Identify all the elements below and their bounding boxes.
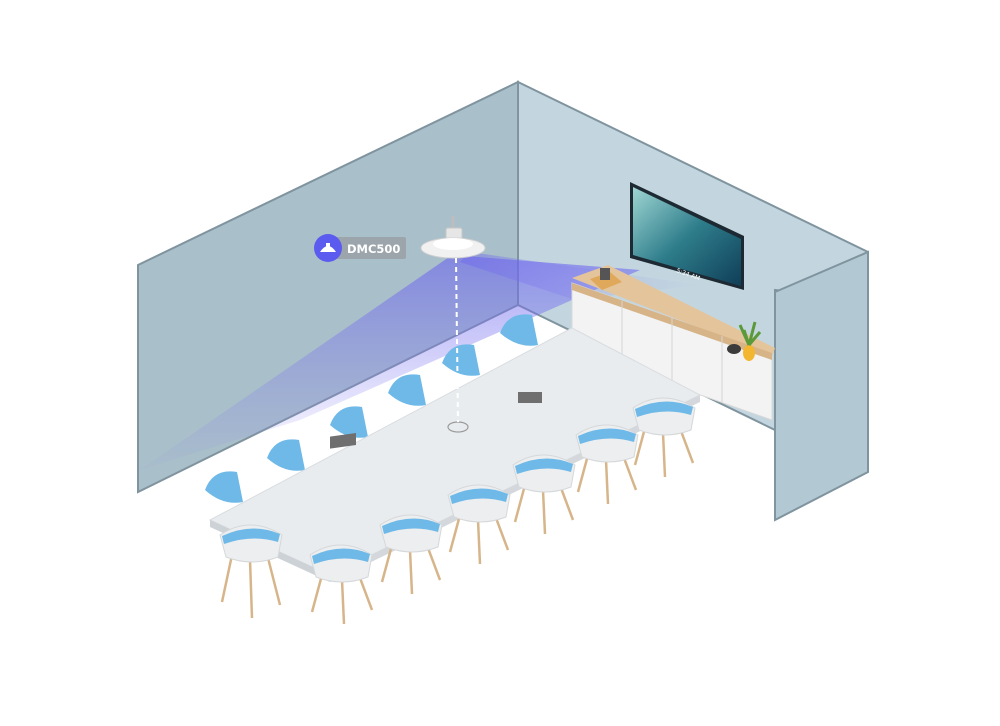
credenza xyxy=(571,265,775,421)
pickup-beam xyxy=(140,255,640,470)
ceiling-microphone-dmc500[interactable] xyxy=(420,216,486,423)
ceiling-mic-icon xyxy=(320,243,336,252)
device-label[interactable]: DMC500 xyxy=(314,234,406,262)
wall-tv: 5:34 AM xyxy=(630,182,744,290)
chairs-front-row xyxy=(219,397,696,625)
device-name: DMC500 xyxy=(347,242,400,256)
chairs-back-row xyxy=(205,314,538,503)
right-wall xyxy=(774,250,869,522)
mic-drop-line xyxy=(455,257,459,423)
